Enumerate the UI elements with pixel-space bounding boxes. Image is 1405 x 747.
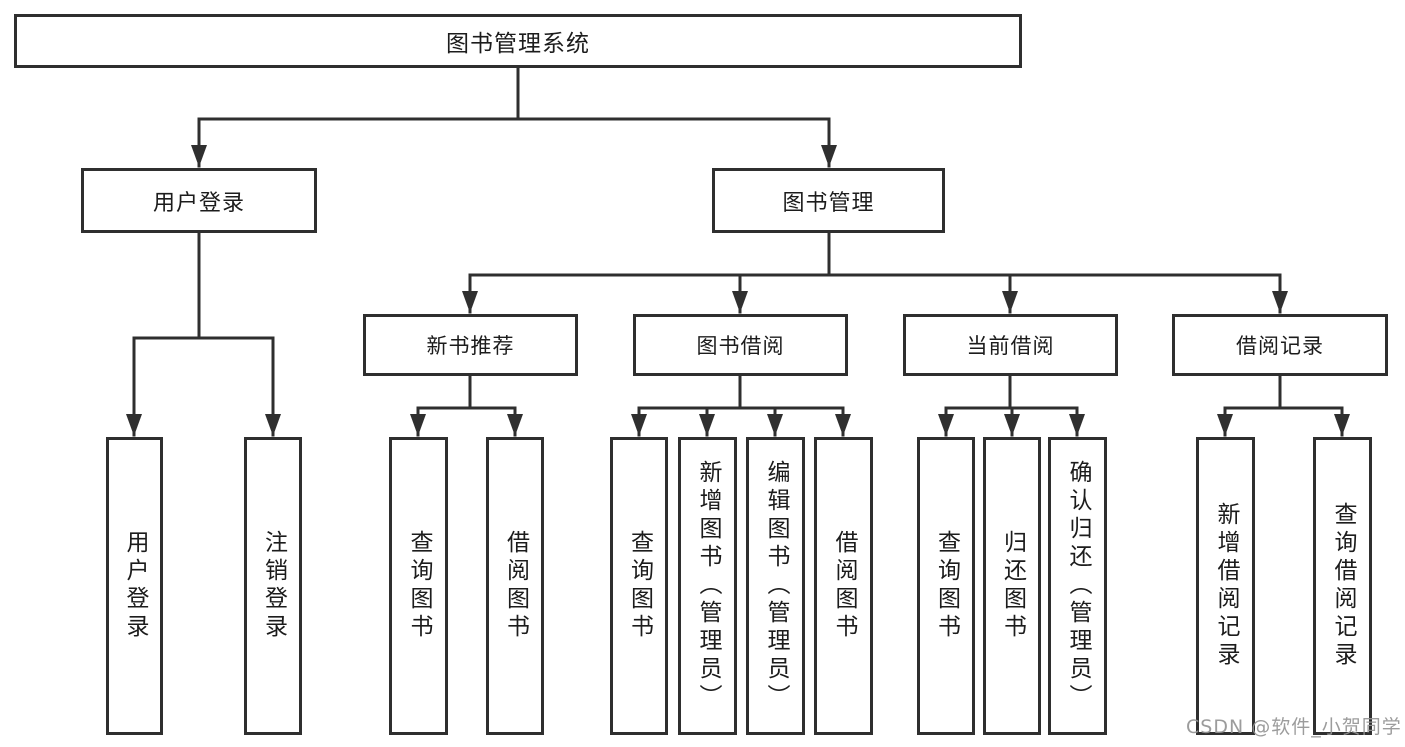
node-return-books: 归还图书 xyxy=(983,437,1041,735)
node-book-borrowing: 图书借阅 xyxy=(633,314,848,376)
node-borrow-books-recommend: 借阅图书 xyxy=(486,437,544,735)
node-query-borrow-record: 查询借阅记录 xyxy=(1313,437,1372,735)
node-new-book-recommend: 新书推荐 xyxy=(363,314,578,376)
node-user-login: 用户登录 xyxy=(81,168,317,233)
node-query-books-current: 查询图书 xyxy=(917,437,975,735)
node-library-system: 图书管理系统 xyxy=(14,14,1022,68)
node-book-management: 图书管理 xyxy=(712,168,945,233)
node-add-books-admin: 新增图书（管理员） xyxy=(678,437,737,735)
node-query-books-borrow: 查询图书 xyxy=(610,437,668,735)
node-current-borrowing: 当前借阅 xyxy=(903,314,1118,376)
node-query-books-recommend: 查询图书 xyxy=(389,437,448,735)
csdn-watermark: CSDN @软件_小贺同学 xyxy=(1186,716,1402,738)
node-user-login-leaf: 用户登录 xyxy=(106,437,163,735)
node-borrowing-records: 借阅记录 xyxy=(1172,314,1388,376)
node-confirm-return-admin: 确认归还（管理员） xyxy=(1048,437,1107,735)
node-add-borrow-record: 新增借阅记录 xyxy=(1196,437,1255,735)
node-logout: 注销登录 xyxy=(244,437,302,735)
node-borrow-books: 借阅图书 xyxy=(814,437,873,735)
node-edit-books-admin: 编辑图书（管理员） xyxy=(746,437,805,735)
